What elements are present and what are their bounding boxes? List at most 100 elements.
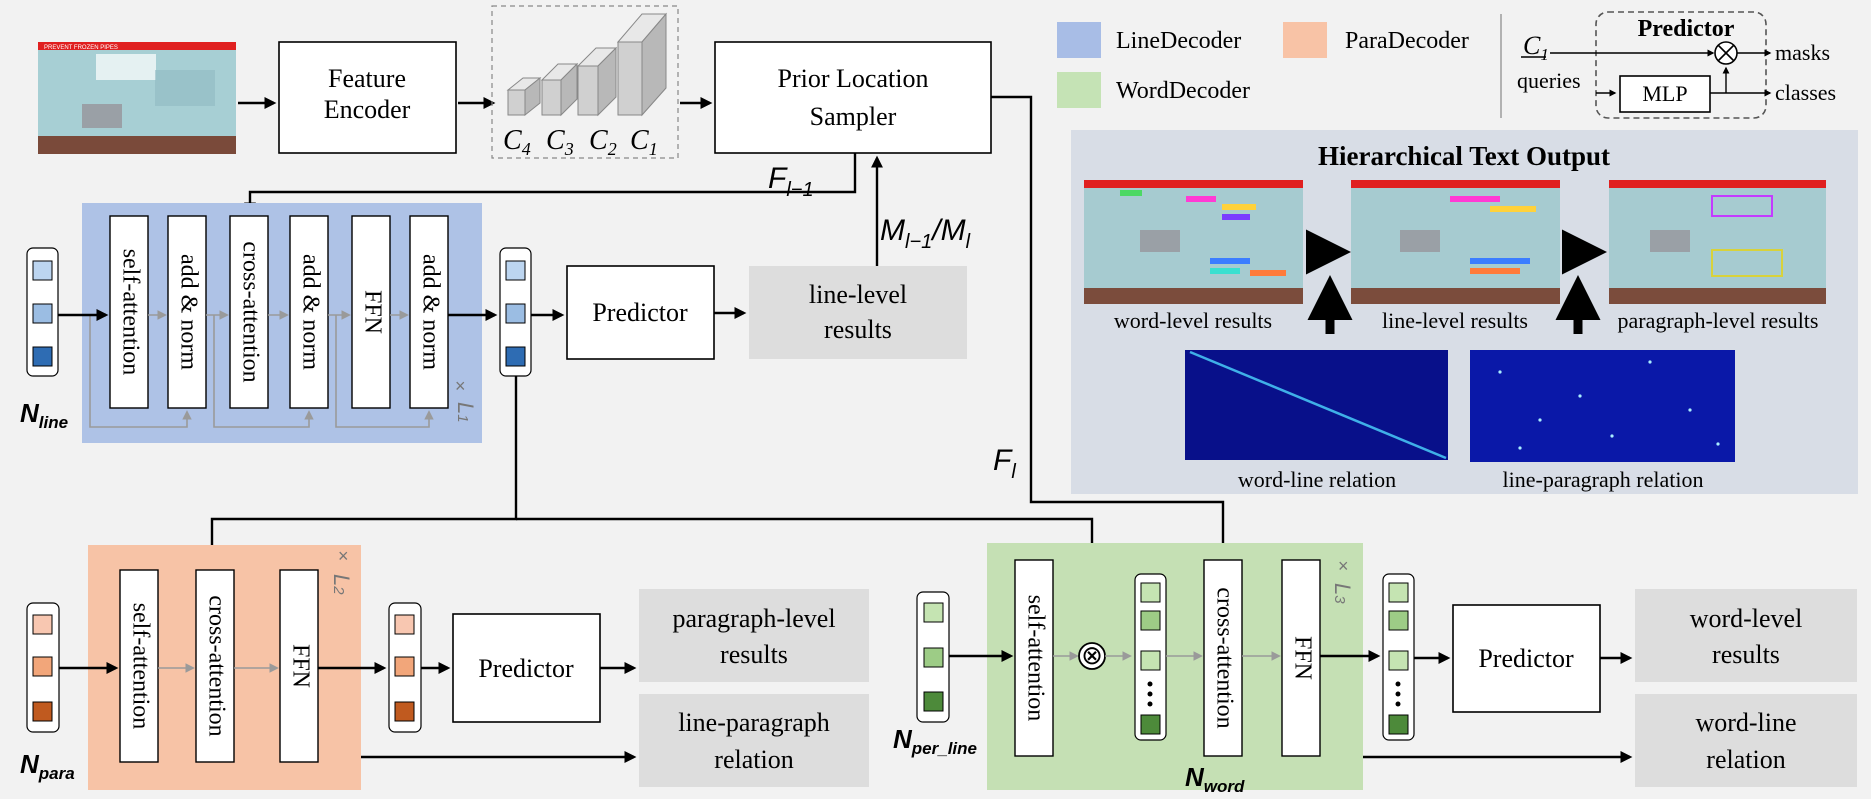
- line-block-cross-attention: [229, 215, 269, 409]
- feature-c3: C3: [546, 125, 574, 159]
- para-output-queries: [388, 602, 422, 733]
- legend-line-decoder: LineDecoder: [1116, 28, 1241, 54]
- multiscale-features: C4 C3 C2 C1: [491, 5, 679, 159]
- para-queries: [26, 602, 60, 733]
- word-results-label-2: results: [1712, 640, 1780, 669]
- word-line-relation-matrix: [1185, 350, 1448, 460]
- para-block-ffn: [279, 569, 319, 763]
- legend-word-decoder: WordDecoder: [1116, 78, 1250, 104]
- word-decoder: self-attention cross-attention FFN ⊗ × L…: [987, 543, 1363, 790]
- para-block-self-attention: [119, 569, 159, 763]
- para-block-label-2: cross-attention: [203, 595, 229, 736]
- word-combined-label: Nword: [1185, 762, 1245, 796]
- prior-location-sampler-box: Prior Location Sampler: [714, 41, 992, 154]
- line-paragraph-relation-matrix: [1470, 350, 1735, 462]
- line-queries: [26, 247, 59, 377]
- hierarchy-line-para-relation: line-paragraph relation: [1503, 467, 1704, 492]
- legend-swatch-word: [1057, 72, 1101, 108]
- para-repeat-times: ×: [338, 546, 349, 566]
- signal-f-cur: Fl: [993, 444, 1016, 483]
- line-para-relation-label-2: relation: [714, 745, 793, 774]
- word-line-relation-label-2: relation: [1706, 745, 1785, 774]
- line-results-label-2: results: [824, 315, 892, 344]
- line-queries-label: Nline: [20, 398, 68, 432]
- line-results-label-1: line-level: [809, 280, 907, 309]
- line-block-add-norm-1: [167, 215, 207, 409]
- hierarchy-title: Hierarchical Text Output: [1318, 141, 1610, 171]
- word-output-queries: [1382, 573, 1415, 741]
- line-repeat-count: L1: [453, 402, 478, 423]
- line-block-label-2: add & norm: [175, 254, 201, 370]
- line-para-relation-box: line-paragraph relation: [639, 694, 869, 787]
- line-level-preview: [1351, 180, 1560, 304]
- word-queries-label: Nper_line: [893, 724, 977, 758]
- predictor-detail: Predictor C1 masks queries MLP classes: [1517, 11, 1836, 119]
- feature-c1: C1: [630, 125, 658, 159]
- legend-swatch-para: [1283, 22, 1327, 58]
- line-block-add-norm-3: [409, 215, 449, 409]
- word-predictor-box: Predictor: [1452, 604, 1601, 713]
- para-results-label-1: paragraph-level: [672, 604, 835, 633]
- legend-para-decoder: ParaDecoder: [1345, 28, 1469, 54]
- word-results-box: word-level results: [1635, 589, 1857, 682]
- word-block-self-attention: [1014, 559, 1054, 757]
- predictor-detail-title: Predictor: [1638, 16, 1735, 42]
- line-block-self-attention: [109, 215, 149, 409]
- predictor-detail-queries: queries: [1517, 68, 1581, 93]
- para-block-label-1: self-attention: [127, 603, 153, 730]
- multiply-op-symbol: ⊗: [1081, 640, 1103, 670]
- legend: LineDecoder ParaDecoder WordDecoder: [1057, 14, 1502, 118]
- signal-m-pair: Ml−1/Ml: [880, 214, 971, 253]
- para-results-box: paragraph-level results: [639, 589, 869, 682]
- word-predictor-label: Predictor: [1478, 644, 1574, 673]
- feature-c4: C4: [503, 125, 531, 159]
- word-results-label-1: word-level: [1690, 604, 1803, 633]
- sampler-label-2: Sampler: [810, 102, 897, 131]
- line-block-label-4: add & norm: [297, 254, 323, 370]
- word-block-cross-attention: [1203, 559, 1243, 757]
- para-results-label-2: results: [720, 640, 788, 669]
- line-block-add-norm-2: [289, 215, 329, 409]
- para-decoder: self-attention cross-attention FFN × L2: [88, 545, 361, 790]
- predictor-detail-c1: C1: [1523, 31, 1549, 64]
- para-predictor-box: Predictor: [452, 613, 601, 723]
- feature-encoder-label-2: Encoder: [324, 95, 411, 124]
- thumbnail-banner: PREVENT FROZEN PIPES: [44, 45, 118, 51]
- word-block-label-1: self-attention: [1022, 595, 1048, 722]
- word-line-relation-box: word-line relation: [1635, 694, 1857, 787]
- predictor-detail-masks: masks: [1775, 40, 1830, 65]
- feature-encoder-label-1: Feature: [328, 64, 406, 93]
- line-block-label-1: self-attention: [117, 249, 143, 376]
- paragraph-level-preview: [1609, 180, 1826, 304]
- sampler-label-1: Prior Location: [778, 64, 929, 93]
- word-block-label-3: FFN: [1289, 636, 1315, 680]
- predictor-detail-mlp: [1619, 75, 1711, 113]
- para-queries-label: Npara: [20, 749, 75, 783]
- line-block-label-3: cross-attention: [237, 241, 263, 382]
- input-image-thumbnail: PREVENT FROZEN PIPES: [38, 42, 236, 154]
- hierarchy-para-results: paragraph-level results: [1618, 308, 1819, 333]
- legend-swatch-line: [1057, 22, 1101, 58]
- para-repeat-count: L2: [329, 574, 354, 595]
- hierarchical-output-panel: Hierarchical Text Output word-level resu…: [1071, 130, 1858, 494]
- line-block-label-6: add & norm: [417, 254, 443, 370]
- para-predictor-label: Predictor: [478, 654, 574, 683]
- line-decoder: self-attention add & norm cross-attentio…: [82, 203, 482, 443]
- line-predictor-label: Predictor: [592, 298, 688, 327]
- hierarchy-word-results: word-level results: [1114, 308, 1272, 333]
- word-level-preview: [1084, 180, 1303, 304]
- line-output-queries: [499, 247, 532, 377]
- word-queries: [916, 591, 950, 723]
- word-block-label-2: cross-attention: [1211, 587, 1237, 728]
- line-predictor-box: Predictor: [566, 265, 715, 360]
- feature-c2: C2: [589, 125, 617, 159]
- word-block-ffn: [1281, 559, 1321, 757]
- para-block-cross-attention: [195, 569, 235, 763]
- word-repeat-count: L3: [1330, 583, 1355, 604]
- line-para-relation-label-1: line-paragraph: [678, 708, 830, 737]
- hierarchy-line-results: line-level results: [1382, 308, 1528, 333]
- word-combined-queries: [1134, 573, 1167, 741]
- feature-encoder-box: Feature Encoder: [278, 41, 457, 154]
- para-block-label-3: FFN: [287, 644, 313, 688]
- predictor-detail-classes: classes: [1775, 80, 1836, 105]
